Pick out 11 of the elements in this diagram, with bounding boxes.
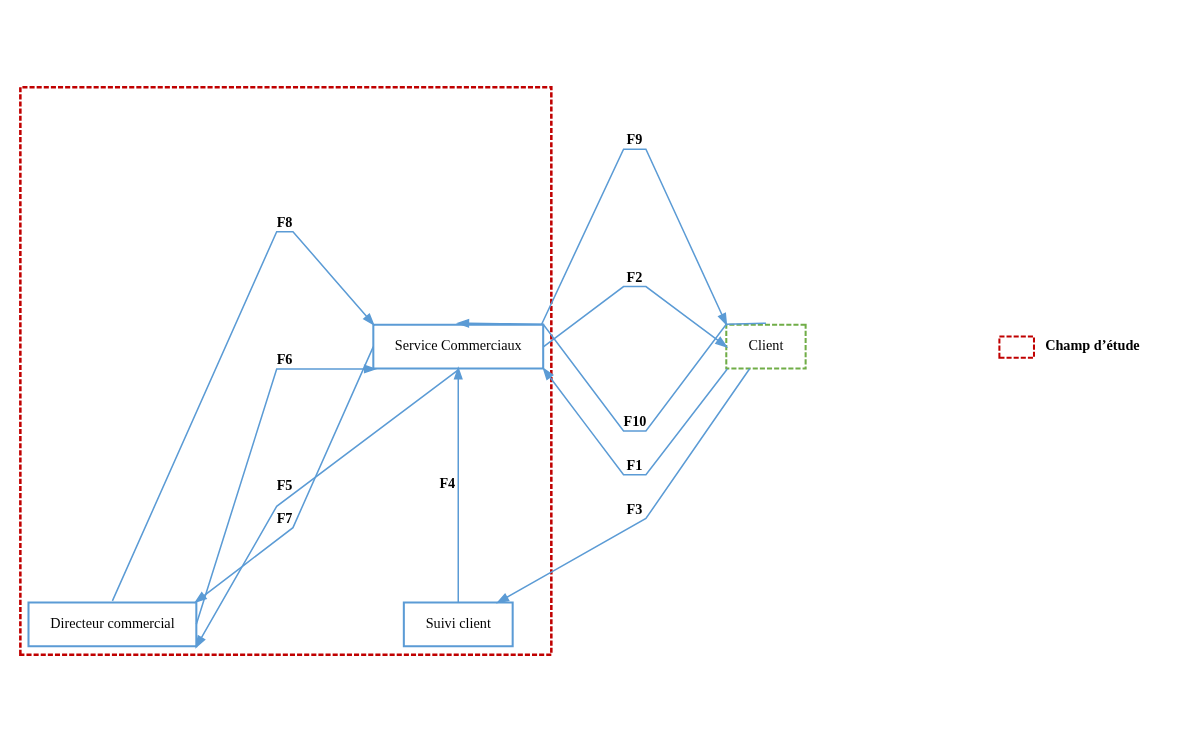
- edge-label: F7: [276, 509, 293, 526]
- edge-label: F9: [626, 131, 643, 148]
- edge-label: F3: [626, 500, 643, 517]
- edge-label: F2: [626, 268, 643, 285]
- edge-label: F10: [623, 413, 647, 430]
- edge-label: F4: [439, 475, 456, 492]
- edge-label: F5: [276, 477, 293, 494]
- legend-label: Champ d’étude: [1045, 336, 1140, 353]
- edge-label: F6: [276, 351, 293, 368]
- edge-label: F8: [276, 213, 293, 230]
- edge-label: F1: [626, 456, 643, 473]
